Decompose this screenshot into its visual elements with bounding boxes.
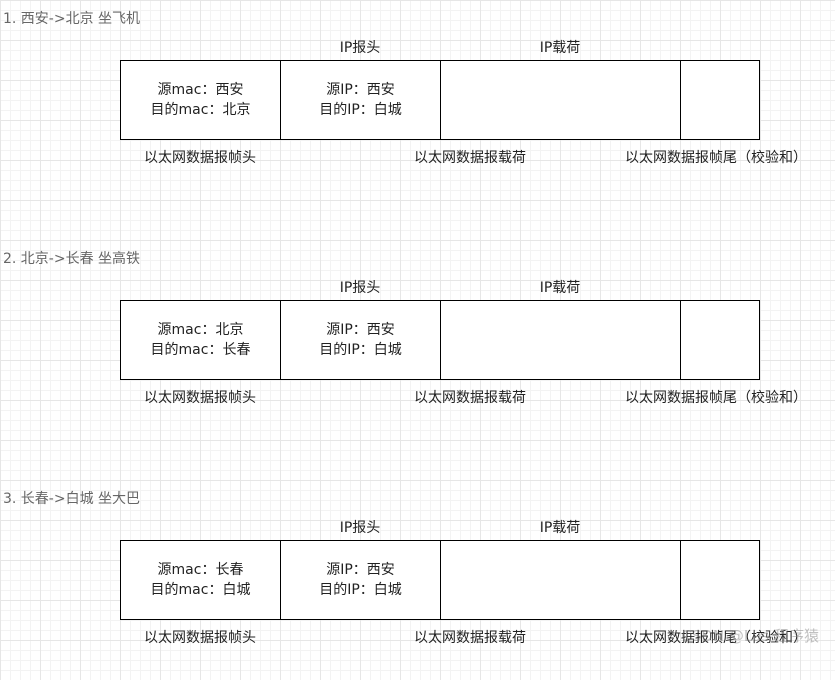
frame-section: 3. 长春->白城 坐大巴 IP报头 IP载荷 源mac：长春 目的mac：白城…: [0, 480, 835, 680]
section-title: 1. 西安->北京 坐飞机: [3, 11, 141, 27]
dst-ip: 目的IP：白城: [319, 582, 402, 598]
eth-trailer-label: 以太网数据报帧尾（校验和）: [625, 390, 807, 406]
ip-header-cell: 源IP：西安 目的IP：白城: [281, 541, 441, 619]
trailer-cell: [681, 301, 759, 379]
ip-payload-cell: [441, 61, 681, 139]
mac-header-cell: 源mac：西安 目的mac：北京: [121, 61, 281, 139]
dst-mac: 目的mac：长春: [150, 342, 251, 358]
ip-payload-label: IP载荷: [539, 520, 581, 536]
src-ip: 源IP：西安: [326, 562, 395, 578]
ip-header-cell: 源IP：西安 目的IP：白城: [281, 61, 441, 139]
dst-mac: 目的mac：北京: [150, 102, 251, 118]
dst-ip: 目的IP：白城: [319, 342, 402, 358]
section-title: 3. 长春->白城 坐大巴: [3, 491, 141, 507]
ip-payload-cell: [441, 541, 681, 619]
ip-payload-label: IP载荷: [539, 280, 581, 296]
trailer-cell: [681, 61, 759, 139]
eth-header-label: 以太网数据报帧头: [144, 390, 256, 406]
mac-header-cell: 源mac：长春 目的mac：白城: [121, 541, 281, 619]
eth-header-label: 以太网数据报帧头: [144, 630, 256, 646]
ip-payload-label: IP载荷: [539, 40, 581, 56]
eth-trailer-label: 以太网数据报帧尾（校验和）: [625, 630, 807, 646]
section-title: 2. 北京->长春 坐高铁: [3, 251, 141, 267]
watermark: CSDN @Lus 程序猿: [681, 627, 819, 645]
frame-section: 1. 西安->北京 坐飞机 IP报头 IP载荷 源mac：西安 目的mac：北京…: [0, 0, 835, 200]
ethernet-frame-box: 源mac：北京 目的mac：长春 源IP：西安 目的IP：白城: [120, 300, 760, 380]
src-mac: 源mac：北京: [157, 322, 244, 338]
ip-header-label: IP报头: [339, 40, 381, 56]
eth-payload-label: 以太网数据报载荷: [414, 390, 526, 406]
eth-payload-label: 以太网数据报载荷: [414, 630, 526, 646]
ip-payload-cell: [441, 301, 681, 379]
src-mac: 源mac：长春: [157, 562, 244, 578]
src-ip: 源IP：西安: [326, 82, 395, 98]
dst-mac: 目的mac：白城: [150, 582, 251, 598]
ethernet-frame-box: 源mac：西安 目的mac：北京 源IP：西安 目的IP：白城: [120, 60, 760, 140]
src-ip: 源IP：西安: [326, 322, 395, 338]
ip-header-label: IP报头: [339, 520, 381, 536]
dst-ip: 目的IP：白城: [319, 102, 402, 118]
trailer-cell: [681, 541, 759, 619]
frame-section: 2. 北京->长春 坐高铁 IP报头 IP载荷 源mac：北京 目的mac：长春…: [0, 240, 835, 440]
mac-header-cell: 源mac：北京 目的mac：长春: [121, 301, 281, 379]
ip-header-label: IP报头: [339, 280, 381, 296]
ip-header-cell: 源IP：西安 目的IP：白城: [281, 301, 441, 379]
eth-payload-label: 以太网数据报载荷: [414, 150, 526, 166]
src-mac: 源mac：西安: [157, 82, 244, 98]
ethernet-frame-box: 源mac：长春 目的mac：白城 源IP：西安 目的IP：白城: [120, 540, 760, 620]
eth-header-label: 以太网数据报帧头: [144, 150, 256, 166]
eth-trailer-label: 以太网数据报帧尾（校验和）: [625, 150, 807, 166]
